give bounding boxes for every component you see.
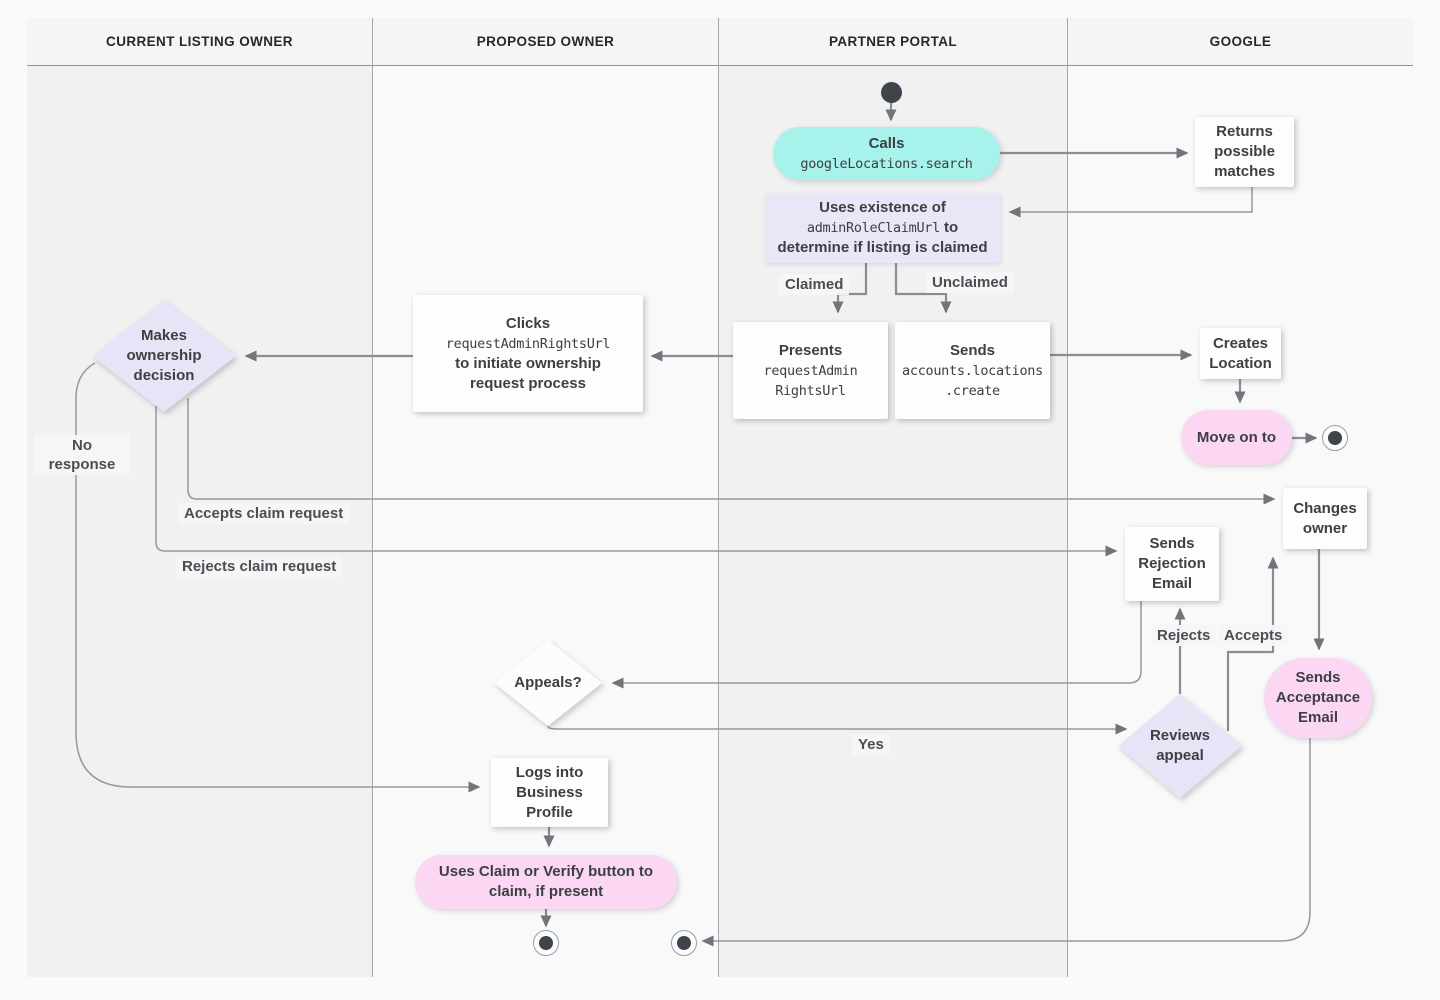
end-node-acceptance-flow	[671, 930, 697, 956]
edge-label-no-response: No response	[34, 435, 130, 475]
node-label: Returns possible matches	[1214, 123, 1275, 180]
node-title: Clicks	[505, 314, 551, 332]
node-label: Uses Claim or Verify button to claim, if…	[438, 863, 654, 900]
node-title: Calls	[868, 134, 905, 152]
edge-label-unclaimed: Unclaimed	[926, 272, 1014, 293]
code-adminroleclaimurl: adminRoleClaimUrl	[806, 220, 940, 236]
node-logs-into-business-profile: Logs into Business Profile	[491, 758, 608, 827]
node-returns-possible-matches: Returns possible matches	[1195, 117, 1294, 187]
node-creates-location: Creates Location	[1200, 328, 1281, 379]
diamond-shape	[92, 300, 236, 412]
code-create: .create	[945, 382, 1000, 399]
node-sends-accounts-locations-create: Sends accounts.locations .create	[895, 322, 1050, 419]
node-title: Presents	[778, 341, 843, 359]
edge-label-accepts: Accepts	[1218, 625, 1289, 646]
decision-reviews-appeal: Reviews appeal	[1118, 694, 1242, 798]
lane-header-current-listing-owner: CURRENT LISTING OWNER	[27, 18, 372, 66]
node-calls-googlelocations-search: Calls googleLocations.search	[773, 127, 1000, 180]
node-line: to initiate ownership request process	[455, 354, 601, 392]
node-changes-owner: Changes owner	[1283, 488, 1367, 549]
lane-current-listing-owner: CURRENT LISTING OWNER	[27, 18, 373, 977]
code-googlelocations-search: googleLocations.search	[800, 155, 973, 172]
code-requestadmin: requestAdmin	[763, 362, 858, 379]
node-sends-acceptance-email: Sends Acceptance Email	[1264, 658, 1372, 738]
decision-makes-ownership: Makes ownership decision	[92, 300, 236, 412]
code-accounts-locations: accounts.locations	[902, 362, 1043, 379]
end-node-dot	[1328, 431, 1342, 445]
decision-label: Reviews appeal	[1149, 726, 1211, 764]
node-move-on-to: Move on to	[1181, 410, 1292, 465]
node-label: Changes owner	[1293, 499, 1357, 537]
node-label: Logs into Business Profile	[515, 763, 584, 821]
node-presents-requestadminrightsurl: Presents requestAdmin RightsUrl	[733, 322, 888, 419]
end-node-dot	[539, 936, 553, 950]
decision-appeals: Appeals?	[494, 640, 602, 726]
start-node	[881, 82, 902, 103]
edge-label-rejects-claim-request: Rejects claim request	[176, 556, 343, 577]
diamond-shape	[1118, 694, 1242, 798]
end-node-claim-flow	[533, 930, 559, 956]
decision-label: Makes ownership decision	[126, 326, 202, 384]
code-rightsurl: RightsUrl	[775, 382, 846, 399]
node-line: to	[943, 219, 959, 236]
end-node-create-flow	[1322, 425, 1348, 451]
node-sends-rejection-email: Sends Rejection Email	[1125, 527, 1219, 601]
node-uses-claim-or-verify: Uses Claim or Verify button to claim, if…	[415, 855, 677, 909]
lane-proposed-owner: PROPOSED OWNER	[373, 18, 719, 977]
node-line: Uses existence of	[819, 199, 946, 216]
lane-header-proposed-owner: PROPOSED OWNER	[373, 18, 718, 66]
end-node-dot	[677, 936, 691, 950]
edge-label-yes: Yes	[852, 734, 890, 755]
edge-label-claimed: Claimed	[779, 274, 850, 295]
node-clicks-requestadminrightsurl: Clicks requestAdminRightsUrl to initiate…	[413, 295, 643, 412]
node-label: Creates Location	[1209, 334, 1272, 372]
node-line: determine if listing is claimed	[777, 239, 988, 256]
node-label: Sends Acceptance Email	[1275, 669, 1361, 726]
diamond-shape	[494, 640, 602, 726]
lane-header-google: GOOGLE	[1068, 18, 1413, 66]
node-label: Sends Rejection Email	[1138, 535, 1206, 592]
lane-header-partner-portal: PARTNER PORTAL	[719, 18, 1067, 66]
code-requestadminrightsurl: requestAdminRightsUrl	[445, 335, 611, 352]
node-uses-existence: Uses existence of adminRoleClaimUrl to d…	[765, 193, 1000, 263]
edge-label-rejects: Rejects	[1151, 625, 1217, 646]
decision-label: Appeals?	[514, 673, 582, 691]
node-label: Move on to	[1196, 428, 1277, 446]
node-title: Sends	[949, 341, 995, 359]
edge-label-accepts-claim-request: Accepts claim request	[178, 503, 350, 524]
